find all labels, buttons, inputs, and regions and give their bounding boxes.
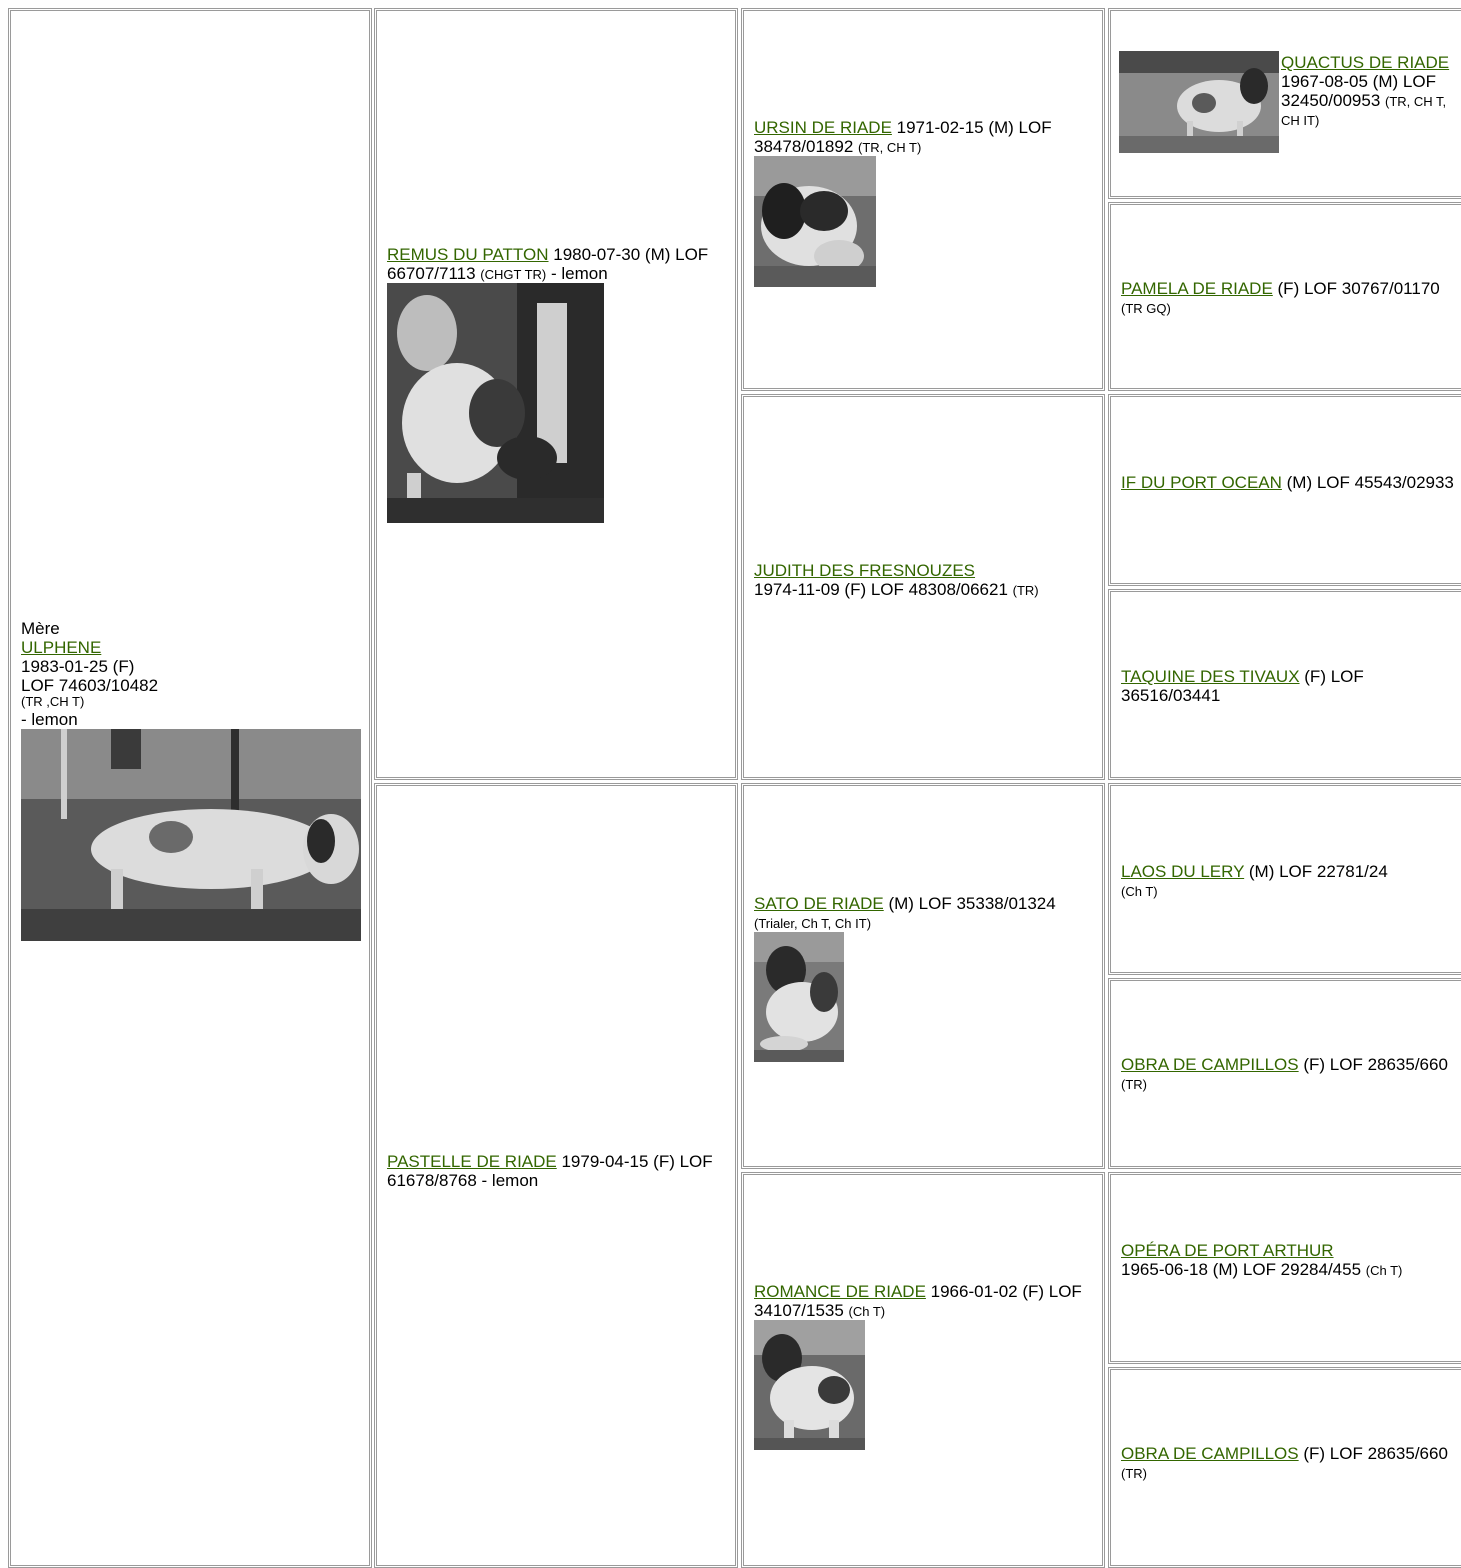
mother-birthdate: 1983-01-25 (F) [21, 657, 135, 677]
ursin-entry: URSIN DE RIADE 1971-02-15 (M) LOF 38478/… [754, 118, 1096, 156]
dam-entry: PASTELLE DE RIADE 1979-04-15 (F) LOF 616… [387, 1152, 729, 1190]
quactus-entry: QUACTUS DE RIADE 1967-08-05 (M) LOF 3245… [1281, 53, 1461, 129]
opera-titles: (Ch T) [1365, 1263, 1403, 1279]
obra-titles-2: (TR) [1121, 1466, 1147, 1482]
taquine-entry: TAQUINE DES TIVAUX (F) LOF 36516/03441 [1121, 667, 1459, 705]
pedigree-cell-obra-de-campillos-1: OBRA DE CAMPILLOS (F) LOF 28635/660 (TR) [1108, 978, 1461, 1169]
dog-photo-romance-de-riade[interactable] [754, 1320, 865, 1451]
romance-entry: ROMANCE DE RIADE 1966-01-02 (F) LOF 3410… [754, 1282, 1096, 1320]
dog-link-if-du-port-ocean[interactable]: IF DU PORT OCEAN [1121, 473, 1282, 492]
pamela-titles: (TR GQ) [1121, 301, 1171, 317]
judith-info: 1974-11-09 (F) LOF 48308/06621 [754, 580, 1013, 600]
obra-entry-1: OBRA DE CAMPILLOS (F) LOF 28635/660 (TR) [1121, 1055, 1459, 1093]
dog-link-obra-de-campillos-2[interactable]: OBRA DE CAMPILLOS [1121, 1444, 1299, 1463]
sire-entry: REMUS DU PATTON 1980-07-30 (M) LOF 66707… [387, 245, 729, 283]
obra-entry-2: OBRA DE CAMPILLOS (F) LOF 28635/660 (TR) [1121, 1444, 1459, 1482]
obra-info-1: (F) LOF 28635/660 [1298, 1055, 1448, 1074]
pedigree-cell-taquine-des-tivaux: TAQUINE DES TIVAUX (F) LOF 36516/03441 [1108, 589, 1461, 780]
dam-info: 1979-04-15 (F) LOF 61678/8768 - lemon [387, 1152, 713, 1191]
sire-color: - lemon [546, 264, 608, 284]
if-info: (M) LOF 45543/02933 [1281, 473, 1454, 492]
pedigree-cell-if-du-port-ocean: IF DU PORT OCEAN (M) LOF 45543/02933 [1108, 394, 1461, 586]
pedigree-cell-sire: REMUS DU PATTON 1980-07-30 (M) LOF 66707… [374, 8, 738, 780]
dog-link-laos-du-lery[interactable]: LAOS DU LERY [1121, 862, 1245, 881]
dog-link-ursin-de-riade[interactable]: URSIN DE RIADE [754, 118, 892, 137]
dog-photo-remus-du-patton[interactable] [387, 283, 604, 524]
mother-color: - lemon [21, 709, 78, 729]
dog-photo-ursin-de-riade[interactable] [754, 156, 876, 288]
pedigree-cell-mother: Mère ULPHENE 1983-01-25 (F) LOF 74603/10… [8, 8, 372, 1568]
opera-info: 1965-06-18 (M) LOF 29284/455 [1121, 1260, 1366, 1280]
romance-titles: (Ch T) [848, 1304, 886, 1320]
pedigree-cell-sato-de-riade: SATO DE RIADE (M) LOF 35338/01324 (Trial… [741, 783, 1105, 1169]
dog-link-quactus-de-riade[interactable]: QUACTUS DE RIADE [1281, 53, 1450, 72]
pedigree-cell-dam: PASTELLE DE RIADE 1979-04-15 (F) LOF 616… [374, 783, 738, 1568]
dog-link-judith-des-fresnouzes[interactable]: JUDITH DES FRESNOUZES [754, 561, 976, 580]
pedigree-cell-laos-du-lery: LAOS DU LERY (M) LOF 22781/24 (Ch T) [1108, 783, 1461, 975]
dog-link-sato-de-riade[interactable]: SATO DE RIADE [754, 894, 884, 913]
dog-link-pamela-de-riade[interactable]: PAMELA DE RIADE [1121, 279, 1273, 298]
if-entry: IF DU PORT OCEAN (M) LOF 45543/02933 [1121, 473, 1459, 492]
sato-info: (M) LOF 35338/01324 [883, 894, 1056, 913]
dog-photo-sato-de-riade[interactable] [754, 932, 844, 1063]
dog-link-taquine-des-tivaux[interactable]: TAQUINE DES TIVAUX [1121, 667, 1300, 686]
judith-titles: (TR) [1012, 583, 1039, 599]
dog-link-obra-de-campillos[interactable]: OBRA DE CAMPILLOS [1121, 1055, 1299, 1074]
quactus-info: 1967-08-05 (M) LOF 32450/00953 [1281, 72, 1436, 111]
obra-titles-1: (TR) [1121, 1077, 1147, 1093]
pamela-entry: PAMELA DE RIADE (F) LOF 30767/01170 (TR … [1121, 279, 1459, 317]
laos-titles: (Ch T) [1121, 884, 1158, 900]
obra-info-2: (F) LOF 28635/660 [1298, 1444, 1448, 1463]
sire-titles: (CHGT TR) [480, 267, 547, 283]
mother-label: Mère [21, 619, 60, 638]
sire-info: 1980-07-30 (M) LOF 66707/7113 [387, 245, 709, 284]
pedigree-cell-pamela-de-riade: PAMELA DE RIADE (F) LOF 30767/01170 (TR … [1108, 202, 1461, 391]
pedigree-cell-quactus-de-riade: QUACTUS DE RIADE 1967-08-05 (M) LOF 3245… [1108, 8, 1461, 199]
pedigree-cell-obra-de-campillos-2: OBRA DE CAMPILLOS (F) LOF 28635/660 (TR) [1108, 1367, 1461, 1568]
sato-entry: SATO DE RIADE (M) LOF 35338/01324 (Trial… [754, 894, 1096, 932]
dog-link-ulphene[interactable]: ULPHENE [21, 638, 102, 658]
dog-photo-ulphene[interactable] [21, 728, 361, 941]
dog-link-pastelle-de-riade[interactable]: PASTELLE DE RIADE [387, 1152, 557, 1171]
dog-link-remus-du-patton[interactable]: REMUS DU PATTON [387, 245, 549, 264]
dog-link-opera-de-port-arthur[interactable]: OPÉRA DE PORT ARTHUR [1121, 1241, 1334, 1260]
dog-photo-quactus-de-riade[interactable] [1119, 51, 1279, 153]
pedigree-cell-ursin-de-riade: URSIN DE RIADE 1971-02-15 (M) LOF 38478/… [741, 8, 1105, 391]
ursin-titles: (TR, CH T) [858, 140, 922, 156]
dog-link-romance-de-riade[interactable]: ROMANCE DE RIADE [754, 1282, 926, 1301]
pedigree-cell-romance-de-riade: ROMANCE DE RIADE 1966-01-02 (F) LOF 3410… [741, 1172, 1105, 1568]
mother-titles: (TR ,CH T) [21, 694, 85, 710]
sato-titles: (Trialer, Ch T, Ch IT) [754, 916, 872, 932]
ursin-info: 1971-02-15 (M) LOF 38478/01892 [754, 118, 1052, 157]
romance-info: 1966-01-02 (F) LOF 34107/1535 [754, 1282, 1082, 1321]
laos-entry: LAOS DU LERY (M) LOF 22781/24 (Ch T) [1121, 862, 1459, 900]
quactus-titles: (TR, CH T, CH IT) [1281, 94, 1447, 129]
mother-registration: LOF 74603/10482 [21, 676, 159, 696]
laos-info: (M) LOF 22781/24 [1244, 862, 1388, 881]
pamela-info: (F) LOF 30767/01170 [1272, 279, 1440, 298]
taquine-info: (F) LOF 36516/03441 [1121, 667, 1364, 706]
